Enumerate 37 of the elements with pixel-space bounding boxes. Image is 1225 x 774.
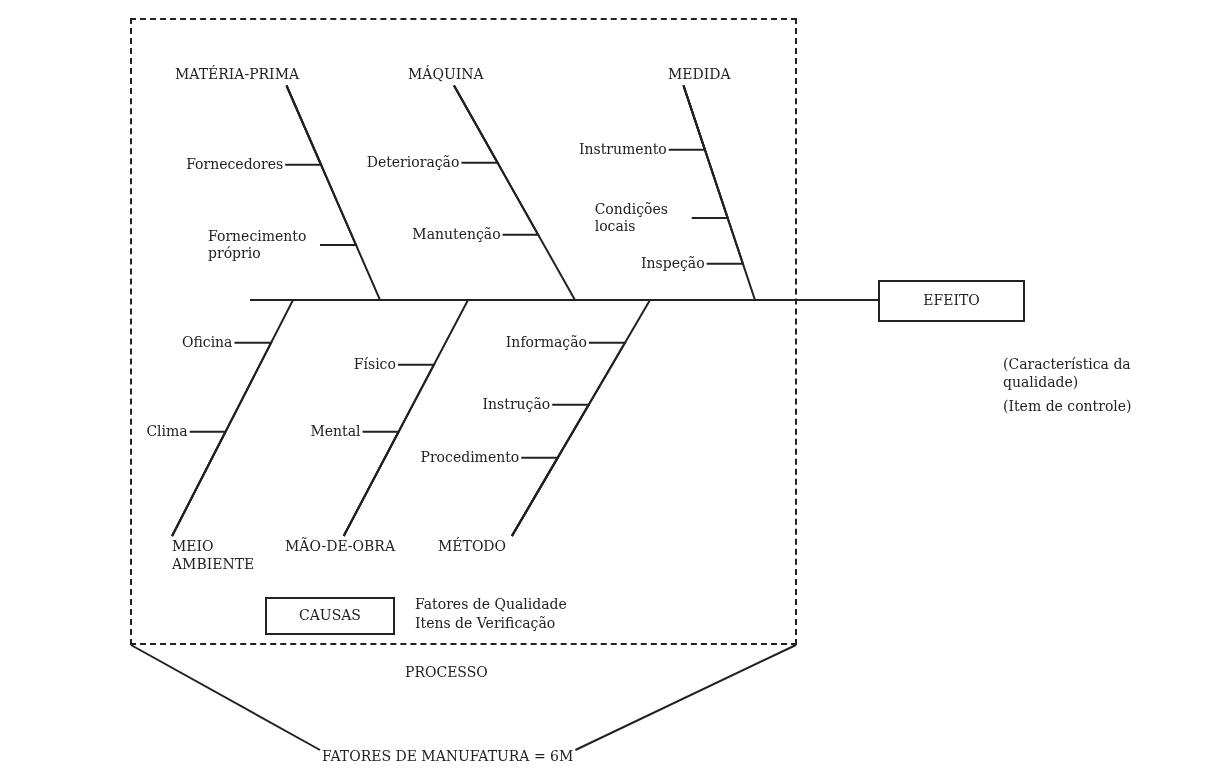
cause-label: Oficina (181, 334, 233, 352)
factors-label: FATORES DE MANUFATURA = 6M (322, 748, 574, 766)
note-text: Itens de Verificação (415, 615, 557, 633)
category-label: MÉTODO (438, 538, 507, 556)
branch-line (510, 456, 560, 537)
cause-label: Instrução (482, 396, 551, 414)
category-label: MATÉRIA-PRIMA (175, 66, 300, 84)
cause-label: Fornecimento próprio (208, 227, 318, 263)
branch-line (453, 84, 540, 236)
cause-label: Informação (505, 334, 587, 352)
connector-line (130, 644, 321, 751)
category-label: MÃO-DE-OBRA (285, 538, 396, 556)
category-label: MEIO AMBIENTE (172, 538, 282, 573)
branch-line (171, 430, 228, 537)
cause-label: Instrumento (579, 141, 667, 159)
cause-label: Físico (353, 356, 396, 374)
connector-line (574, 644, 797, 751)
causes-box: CAUSAS (265, 597, 395, 635)
caption-text: PROCESSO (405, 664, 488, 682)
effect-box: EFEITO (878, 280, 1025, 322)
cause-label: Manutenção (412, 226, 501, 244)
cause-label: Condições locais (594, 200, 690, 236)
branch-line (682, 84, 745, 265)
cause-label: Deterioração (366, 154, 460, 172)
note-text: (Item de controle) (1003, 398, 1133, 416)
branch-line (342, 430, 401, 537)
category-label: MÁQUINA (408, 66, 484, 84)
note-text: Fatores de Qualidade (415, 596, 568, 614)
process-frame (130, 18, 797, 645)
branch-line (285, 84, 358, 246)
cause-label: Fornecedores (186, 156, 284, 174)
category-label: MEDIDA (668, 66, 731, 84)
cause-label: Mental (310, 423, 361, 441)
cause-label: Inspeção (641, 255, 705, 273)
cause-label: Procedimento (420, 449, 520, 467)
cause-label: Clima (146, 423, 188, 441)
note-text: (Característica da qualidade) (1003, 356, 1132, 391)
